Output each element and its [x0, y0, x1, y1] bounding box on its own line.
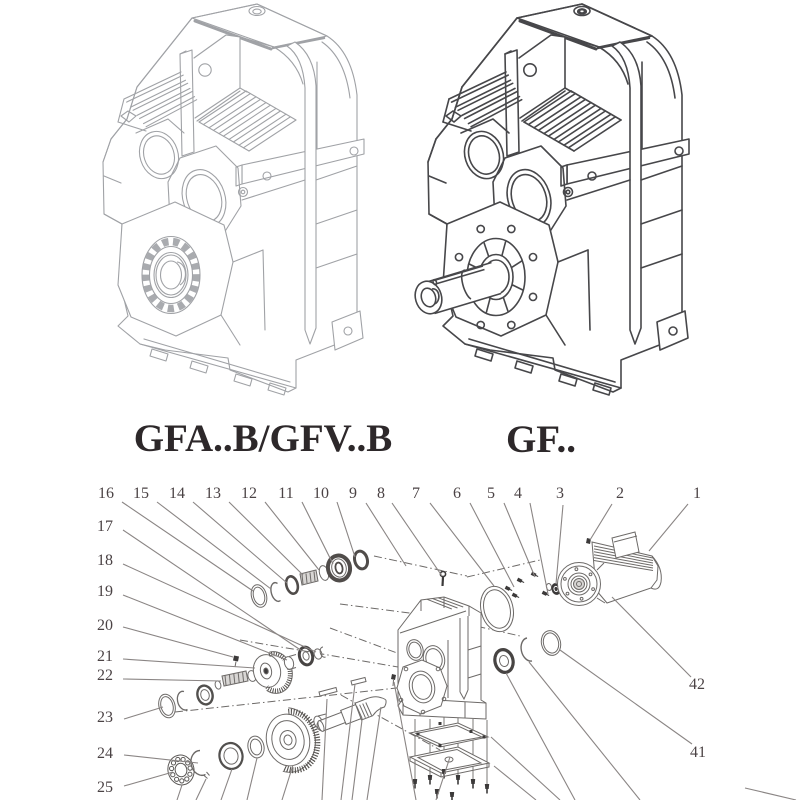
svg-text:13: 13 — [205, 485, 221, 502]
svg-text:41: 41 — [690, 744, 706, 761]
svg-text:19: 19 — [97, 583, 113, 600]
svg-text:24: 24 — [97, 745, 113, 762]
svg-text:GF..: GF.. — [506, 418, 576, 461]
svg-text:15: 15 — [133, 485, 149, 502]
svg-text:7: 7 — [412, 485, 420, 502]
svg-text:25: 25 — [97, 779, 113, 796]
svg-text:2: 2 — [616, 485, 624, 502]
svg-text:23: 23 — [97, 709, 113, 726]
svg-text:GFA..B/GFV..B: GFA..B/GFV..B — [134, 417, 393, 460]
svg-text:20: 20 — [97, 617, 113, 634]
svg-text:11: 11 — [278, 485, 293, 502]
svg-text:22: 22 — [97, 667, 113, 684]
svg-text:9: 9 — [349, 485, 357, 502]
svg-text:5: 5 — [487, 485, 495, 502]
svg-text:14: 14 — [169, 485, 185, 502]
svg-text:3: 3 — [556, 485, 564, 502]
svg-text:18: 18 — [97, 552, 113, 569]
svg-text:16: 16 — [98, 485, 114, 502]
svg-text:17: 17 — [97, 518, 113, 535]
svg-text:8: 8 — [377, 485, 385, 502]
svg-text:12: 12 — [241, 485, 257, 502]
svg-text:6: 6 — [453, 485, 461, 502]
svg-text:1: 1 — [693, 485, 701, 502]
svg-text:4: 4 — [514, 485, 522, 502]
svg-text:21: 21 — [97, 648, 113, 665]
svg-text:10: 10 — [313, 485, 329, 502]
svg-text:42: 42 — [689, 676, 705, 693]
